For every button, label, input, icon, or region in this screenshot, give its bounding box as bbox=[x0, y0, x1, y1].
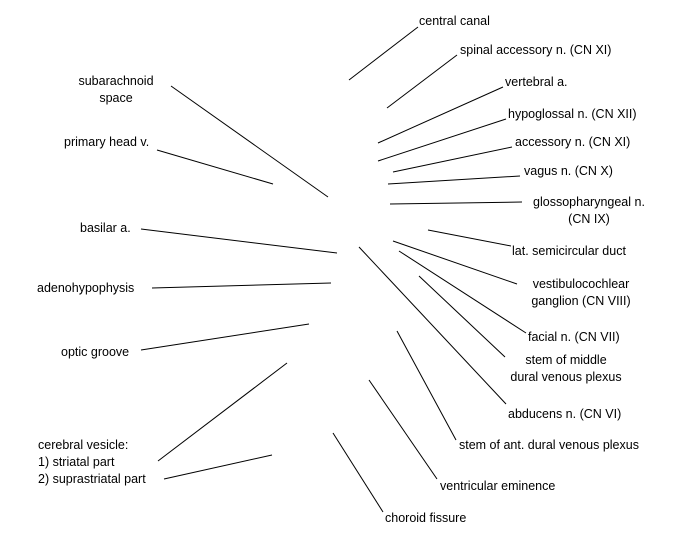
leader-lat-semicircular bbox=[427, 229, 512, 247]
leader-vestibulocochlear bbox=[392, 240, 518, 285]
label-vertebral-a: vertebral a. bbox=[505, 75, 568, 89]
leader-striatal bbox=[157, 362, 288, 462]
leader-spinal-accessory bbox=[386, 54, 458, 109]
label-adenohypophysis: adenohypophysis bbox=[37, 281, 135, 295]
label-primary-head-v: primary head v. bbox=[64, 135, 150, 149]
label-vestibulocochlear: vestibulocochlear ganglion (CN VIII) bbox=[531, 277, 631, 308]
label-choroid-fissure: choroid fissure bbox=[385, 511, 467, 525]
leader-ventricular-eminence bbox=[368, 379, 438, 480]
leader-vertebral-a bbox=[377, 86, 504, 144]
label-cerebral-vesicle: cerebral vesicle: 1) striatal part 2) su… bbox=[38, 438, 146, 486]
label-optic-groove: optic groove bbox=[61, 345, 130, 359]
leader-facial bbox=[398, 250, 527, 334]
leader-vagus bbox=[387, 175, 521, 185]
leader-abducens bbox=[358, 246, 507, 405]
leader-glossopharyngeal bbox=[389, 201, 523, 205]
leader-subarachnoid bbox=[170, 85, 329, 198]
label-abducens: abducens n. (CN VI) bbox=[508, 407, 622, 421]
label-facial: facial n. (CN VII) bbox=[528, 330, 620, 344]
leader-suprastriatal bbox=[163, 454, 273, 480]
label-hypoglossal: hypoglossal n. (CN XII) bbox=[508, 107, 637, 121]
label-accessory: accessory n. (CN XI) bbox=[515, 135, 631, 149]
label-stem-middle: stem of middle dural venous plexus bbox=[510, 353, 622, 384]
leader-choroid-fissure bbox=[332, 432, 384, 513]
label-subarachnoid: subarachnoid space bbox=[78, 74, 154, 105]
leader-adenohypophysis bbox=[151, 282, 332, 289]
leader-optic-groove bbox=[140, 323, 310, 351]
label-ventricular-eminence: ventricular eminence bbox=[440, 479, 556, 493]
leader-hypoglossal bbox=[377, 118, 507, 162]
leader-accessory bbox=[392, 146, 513, 173]
label-glossopharyngeal: glossopharyngeal n. (CN IX) bbox=[533, 195, 645, 226]
label-lat-semicircular: lat. semicircular duct bbox=[512, 244, 626, 258]
label-vagus: vagus n. (CN X) bbox=[524, 164, 613, 178]
label-stem-ant: stem of ant. dural venous plexus bbox=[459, 438, 639, 452]
label-basilar-a: basilar a. bbox=[80, 221, 131, 235]
leader-stem-middle bbox=[418, 275, 506, 358]
leader-central-canal bbox=[348, 26, 419, 81]
label-central-canal: central canal bbox=[419, 14, 490, 28]
leader-primary-head-v bbox=[156, 149, 274, 185]
leader-stem-ant bbox=[396, 330, 457, 441]
leader-basilar-a bbox=[140, 228, 338, 254]
label-spinal-accessory: spinal accessory n. (CN XI) bbox=[460, 43, 612, 57]
